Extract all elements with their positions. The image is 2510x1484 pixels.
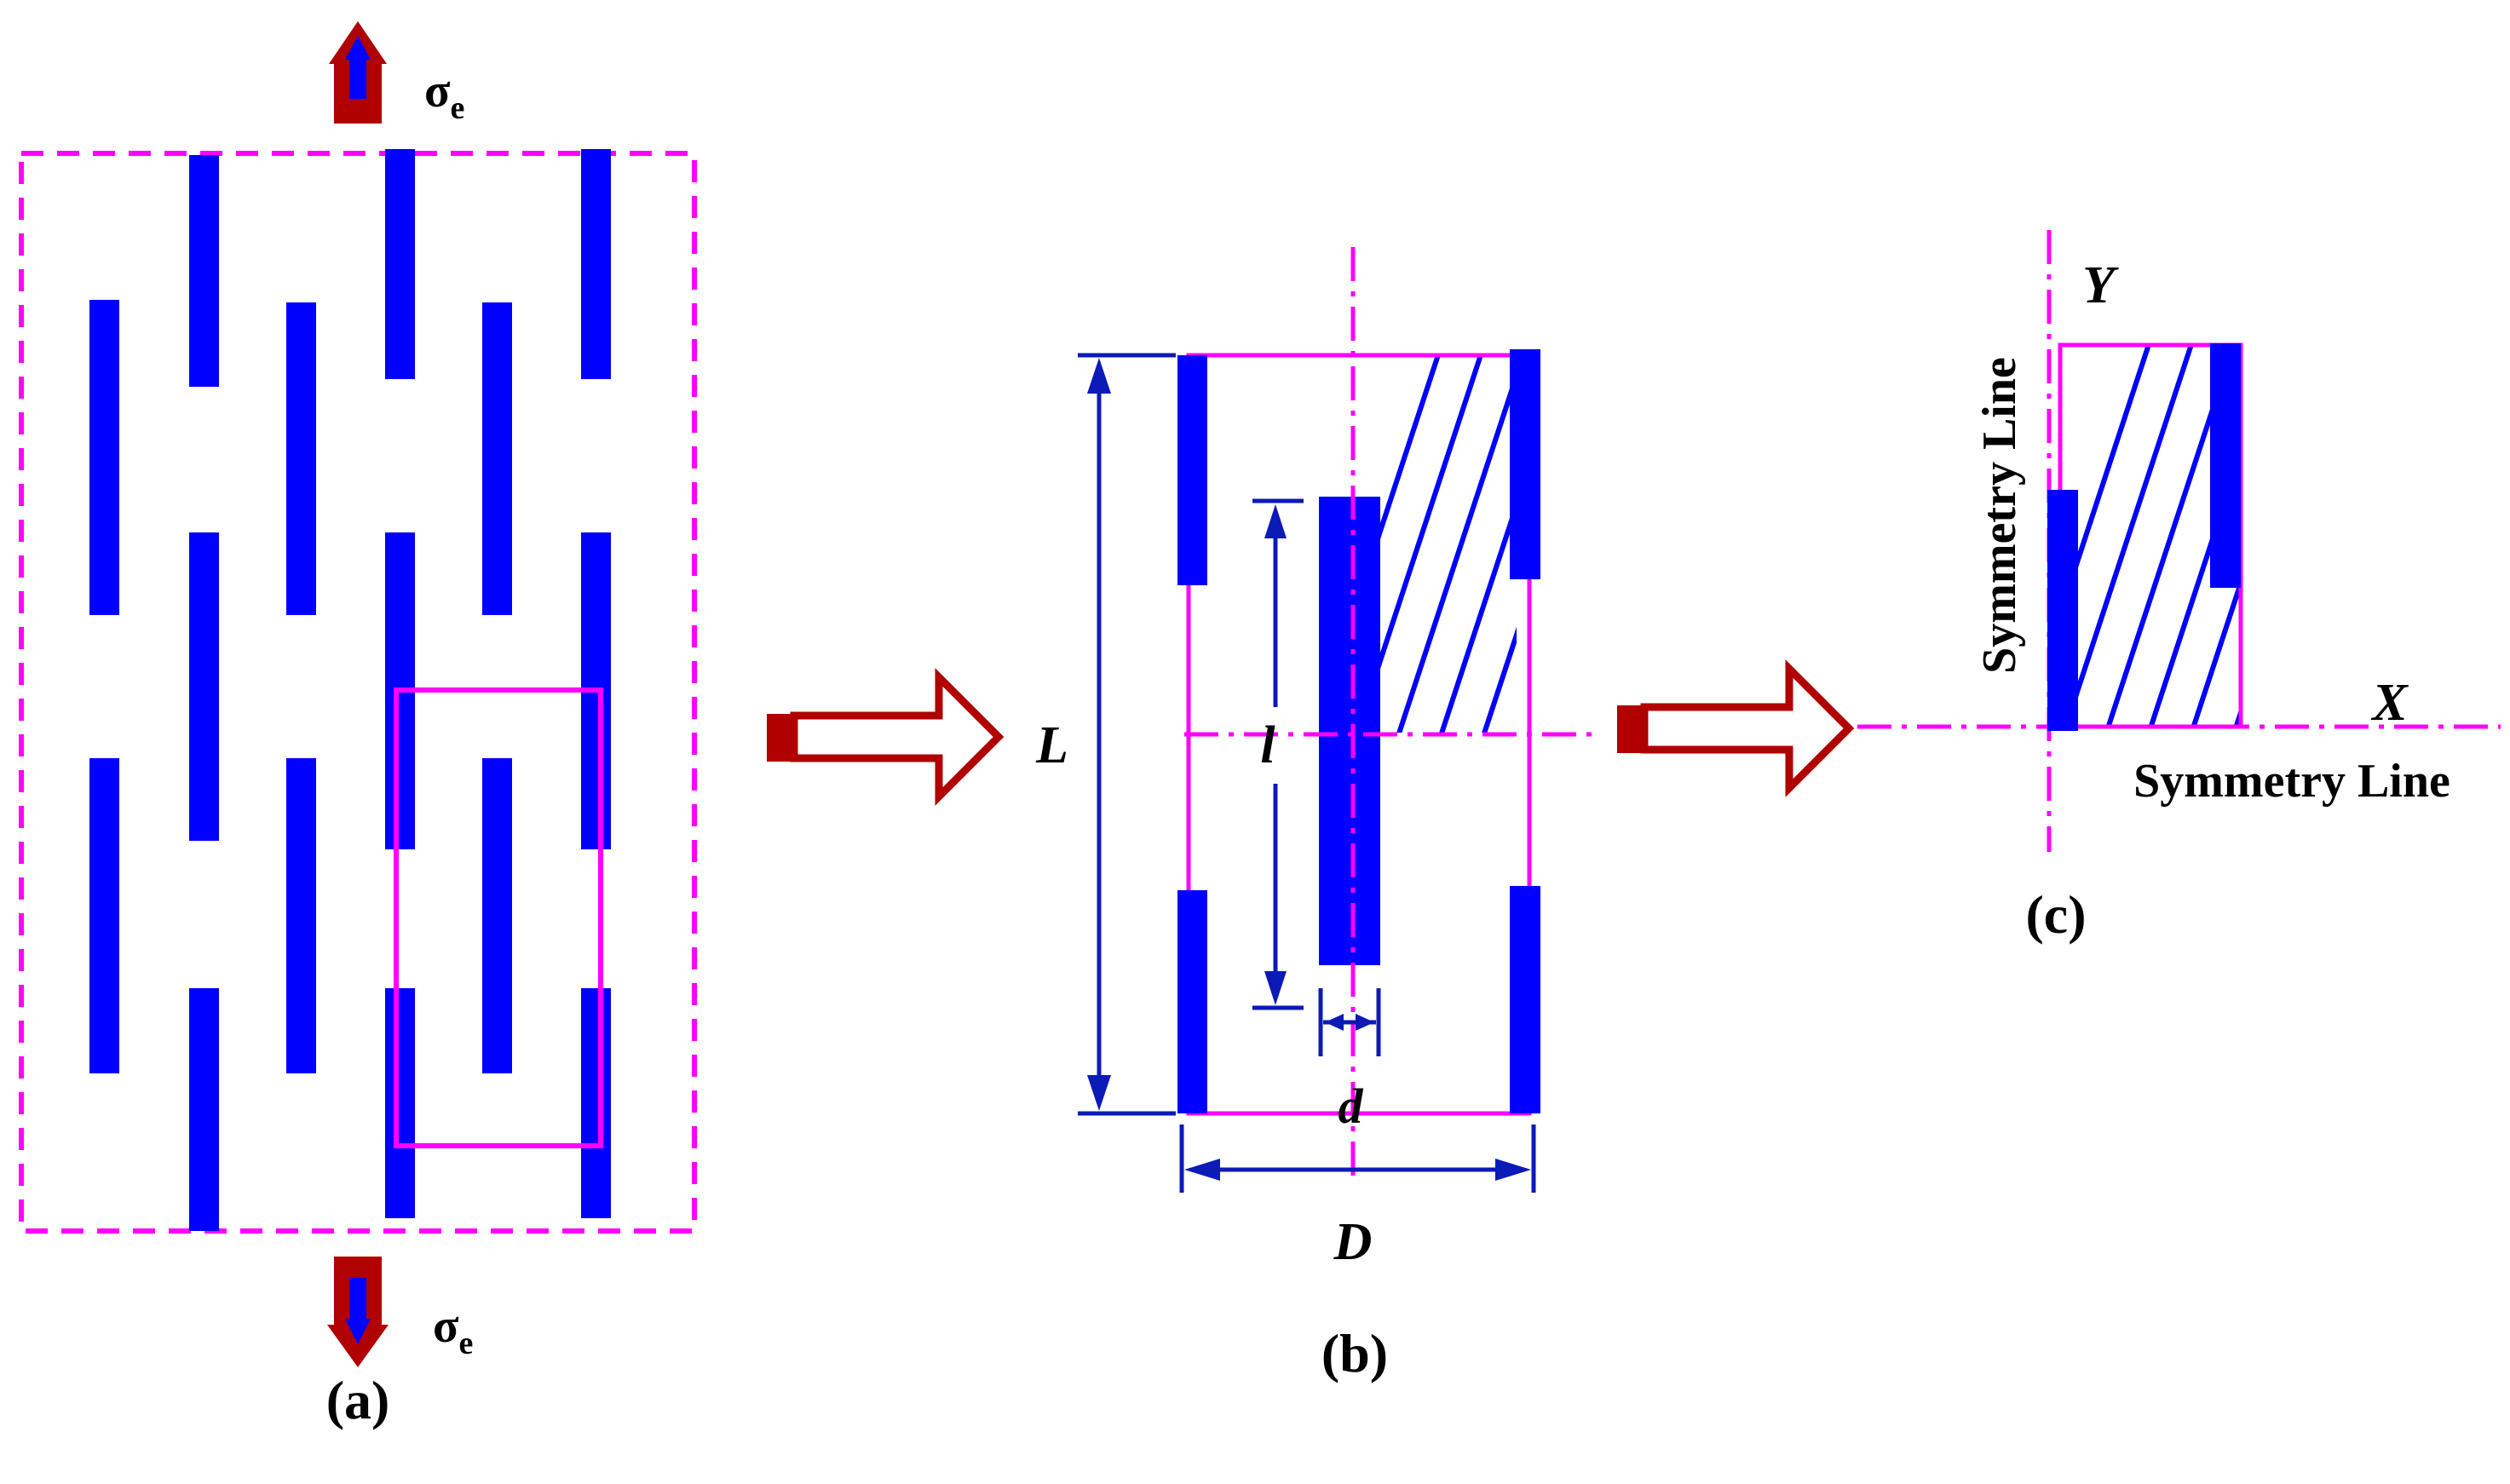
transition-arrow-2 bbox=[1617, 659, 1855, 797]
crack bbox=[2047, 490, 2078, 731]
stress-arrow-top bbox=[329, 21, 387, 124]
quarter-cell-cracks bbox=[2047, 343, 2241, 731]
label-d: d bbox=[1338, 1078, 1364, 1134]
label-D: D bbox=[1333, 1213, 1373, 1271]
panel-c: Y X Symmetry Line Symmetry Line (c) bbox=[1857, 230, 2501, 945]
stress-label-top: σe bbox=[424, 65, 464, 126]
crack bbox=[1177, 355, 1207, 585]
vertical-symmetry-label: Symmetry Line bbox=[1973, 357, 2026, 674]
horizontal-symmetry-label: Symmetry Line bbox=[2133, 755, 2450, 808]
label-X: X bbox=[2370, 674, 2409, 732]
caption-b: (b) bbox=[1321, 1323, 1388, 1383]
stress-arrow-bottom bbox=[327, 1257, 389, 1367]
dimension-D bbox=[1179, 1125, 1536, 1193]
crack bbox=[482, 302, 512, 615]
label-Y: Y bbox=[2082, 256, 2119, 314]
dimension-l bbox=[1252, 498, 1304, 1010]
panel-b: L l d D (b) bbox=[1035, 247, 1593, 1383]
label-l: l bbox=[1260, 716, 1275, 774]
crack bbox=[385, 988, 415, 1218]
crack bbox=[581, 988, 611, 1218]
crack bbox=[482, 758, 512, 1073]
crack bbox=[2210, 343, 2241, 588]
unit-cell-outline bbox=[394, 687, 603, 1148]
caption-a: (a) bbox=[326, 1370, 390, 1430]
panel-a: σe σe (a) bbox=[19, 21, 697, 1430]
crack bbox=[1510, 349, 1540, 579]
crack bbox=[1510, 886, 1540, 1113]
dimension-d bbox=[1318, 988, 1381, 1056]
crack bbox=[385, 149, 415, 379]
crack bbox=[189, 532, 219, 841]
crack bbox=[1177, 890, 1207, 1113]
crack bbox=[189, 155, 219, 387]
transition-arrow-1 bbox=[767, 668, 1005, 806]
unit-cell-cracks bbox=[1177, 349, 1540, 1113]
crack bbox=[189, 988, 219, 1231]
hatched-region-b bbox=[1355, 354, 1517, 733]
crack bbox=[581, 149, 611, 379]
crack bbox=[1319, 497, 1380, 965]
stress-label-bottom: σe bbox=[433, 1300, 473, 1361]
label-L: L bbox=[1035, 716, 1068, 774]
crack bbox=[286, 302, 316, 615]
crack bbox=[89, 758, 119, 1073]
crack bbox=[286, 758, 316, 1073]
hatched-region-c bbox=[2060, 345, 2241, 727]
caption-c: (c) bbox=[2025, 884, 2086, 945]
dimension-L bbox=[1078, 353, 1176, 1116]
outer-dashed-boundary bbox=[19, 151, 697, 1234]
crack bbox=[89, 300, 119, 615]
